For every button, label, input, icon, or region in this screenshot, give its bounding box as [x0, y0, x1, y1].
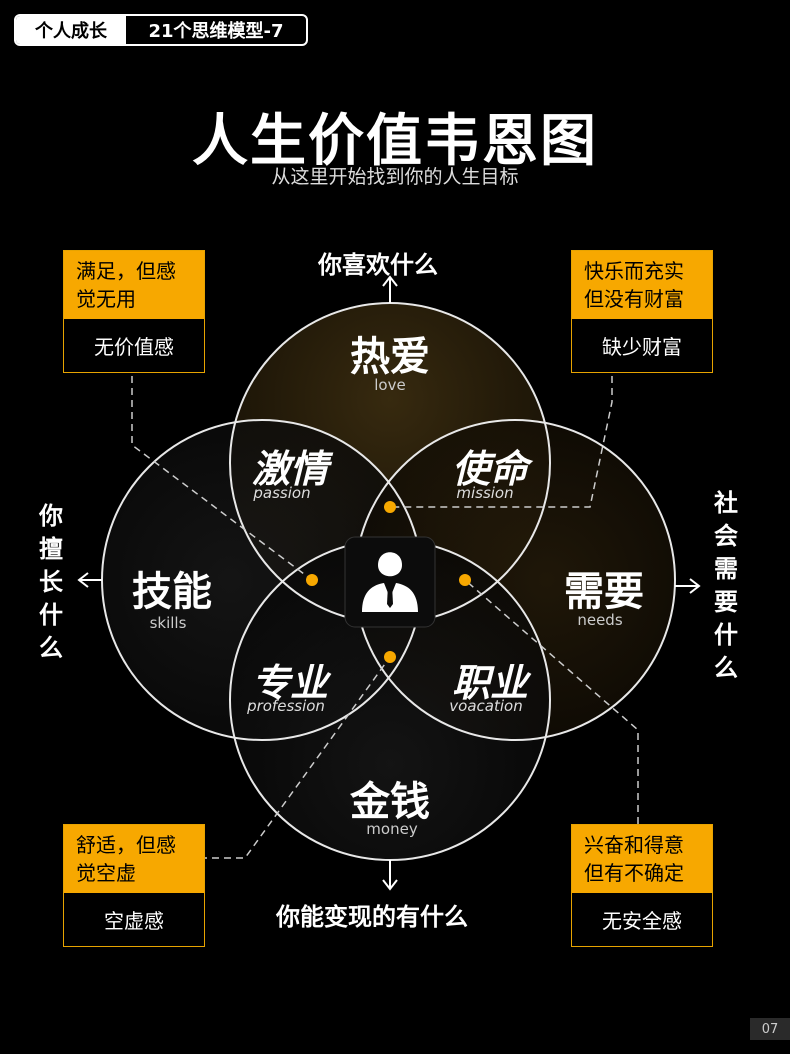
circle-label-love: 热爱: [350, 334, 430, 380]
overlap-sublabel-passion: passion: [252, 484, 310, 502]
circle-sublabel-skills: skills: [150, 614, 187, 632]
box-text-line: 满足，但感: [76, 259, 176, 283]
series-label: 21个思维模型-7: [148, 21, 284, 42]
box-result: 无价值感: [64, 319, 204, 372]
page-number: 07: [750, 1018, 790, 1040]
overlap-sublabel-mission: mission: [456, 484, 513, 502]
overlap-sublabel-profession: profession: [246, 697, 325, 715]
outcome-box-no-wealth: 快乐而充实但没有财富 缺少财富: [571, 250, 713, 373]
page-subtitle: 从这里开始找到你的人生目标: [271, 166, 519, 188]
circle-label-skills: 技能: [132, 569, 212, 615]
direction-right-label: 社会需要什么: [714, 489, 738, 682]
circle-sublabel-love: love: [374, 376, 405, 394]
overlap-label-mission: 使命: [452, 447, 534, 491]
overlap-label-passion: 激情: [252, 447, 334, 491]
box-result: 缺少财富: [572, 319, 712, 372]
box-result: 无安全感: [572, 893, 712, 946]
box-text-line: 兴奋和得意: [584, 833, 684, 857]
box-text-line: 快乐而充实: [584, 259, 684, 283]
box-text-line: 但没有财富: [584, 287, 684, 311]
direction-bottom-label: 你能变现的有什么: [276, 903, 468, 931]
circle-sublabel-needs: needs: [577, 611, 622, 629]
direction-top-label: 你喜欢什么: [318, 251, 438, 279]
box-text-line: 觉空虚: [76, 861, 136, 885]
outcome-box-useless: 满足，但感觉无用 无价值感: [63, 250, 205, 373]
page-title: 人生价值韦恩图: [192, 109, 598, 174]
circle-sublabel-money: money: [366, 820, 418, 838]
category-label: 个人成长: [16, 16, 126, 44]
header-tag: 个人成长 21个思维模型-7: [14, 14, 308, 46]
overlap-sublabel-vocation: voacation: [449, 697, 522, 715]
outcome-box-insecure: 兴奋和得意但有不确定 无安全感: [571, 824, 713, 947]
outcome-box-empty: 舒适，但感觉空虚 空虚感: [63, 824, 205, 947]
circle-label-money: 金钱: [349, 779, 430, 825]
dashed-connectors: [131, 364, 639, 859]
person-in-suit-icon: [344, 536, 436, 628]
box-text-line: 觉无用: [76, 287, 136, 311]
direction-arrows: [77, 275, 701, 891]
connector-dots: [306, 501, 471, 663]
overlap-label-profession: 专业: [252, 661, 332, 705]
overlap-label-vocation: 职业: [452, 661, 532, 705]
circle-money: [230, 540, 550, 860]
box-text-line: 但有不确定: [584, 861, 684, 885]
box-result: 空虚感: [64, 893, 204, 946]
box-text-line: 舒适，但感: [76, 833, 176, 857]
direction-left-label: 你擅长什么: [39, 502, 63, 662]
circle-label-needs: 需要: [564, 569, 644, 615]
